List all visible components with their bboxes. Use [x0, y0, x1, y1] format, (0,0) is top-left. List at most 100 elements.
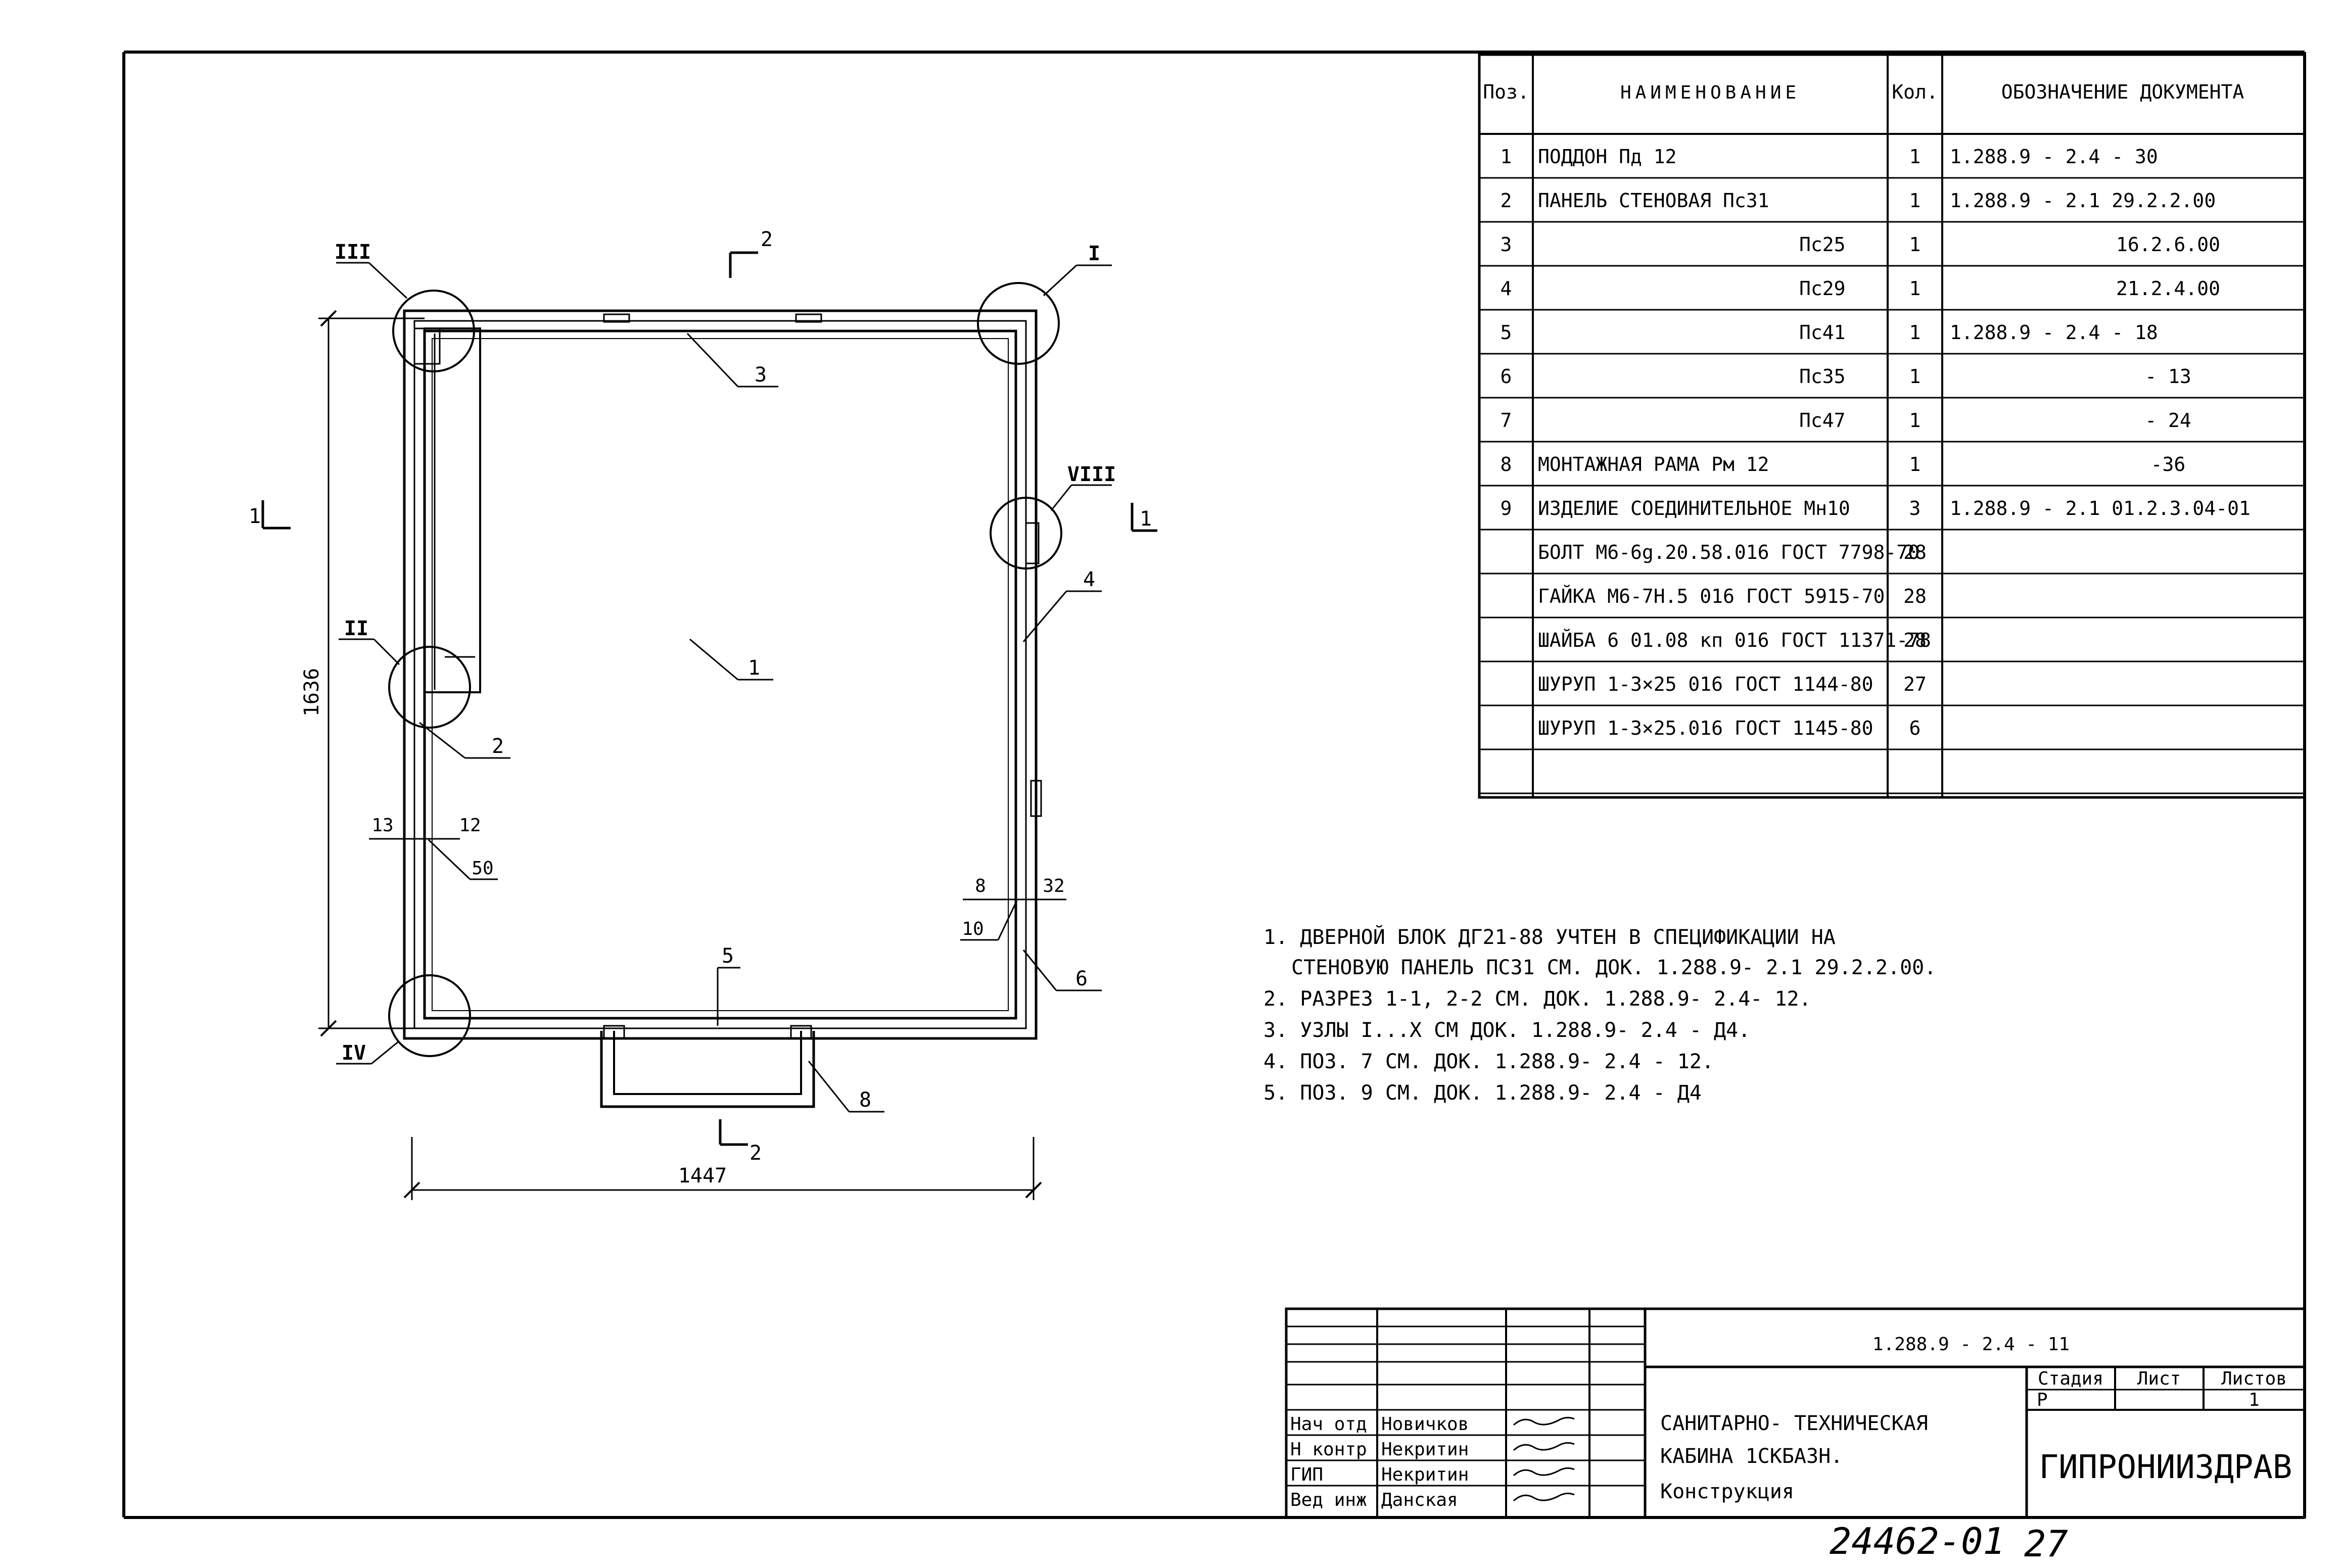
spec-qty: 1 [1909, 189, 1921, 212]
organization-name: ГИПРОНИИЗДРАВ [2039, 1449, 2292, 1486]
spec-qty: 28 [1903, 585, 1927, 607]
node-circle-viii [990, 497, 1062, 569]
node-label-viii: VIII [1067, 463, 1116, 486]
spec-pos: 4 [1501, 277, 1512, 300]
page-number: 27 [2024, 1523, 2068, 1565]
spec-doc: - 24 [2145, 409, 2191, 432]
dim-10: 10 [962, 919, 983, 939]
section-1-left-label: 1 [249, 505, 261, 528]
spec-qty: 6 [1909, 717, 1921, 739]
section-2-bottom-label: 2 [750, 1142, 762, 1165]
sheets-value: 1 [2249, 1390, 2260, 1410]
spec-pos: 1 [1501, 146, 1512, 168]
spec-name: ПАНЕЛЬ СТЕНОВАЯ Пс31 [1538, 189, 1769, 212]
signature-icon [1513, 1467, 1575, 1477]
spec-name: ПОДДОН Пд 12 [1538, 146, 1677, 168]
section-1-right-label: 1 [1140, 507, 1152, 531]
section-mark-1-right: 1 [1131, 503, 1157, 532]
callout-4: 4 [1083, 568, 1095, 591]
spec-qty: 1 [1909, 277, 1921, 300]
dim-width-value: 1447 [678, 1164, 727, 1187]
spec-name: ИЗДЕЛИЕ СОЕДИНИТЕЛЬНОЕ Мн10 [1538, 497, 1850, 519]
doc-code: 1.288.9 - 2.4 - 11 [1872, 1334, 2070, 1355]
spec-doc: 1.288.9 - 2.1 01.2.3.04-01 [1950, 497, 2251, 519]
spec-name: Пс41 [1799, 321, 1846, 344]
callout-8: 8 [859, 1088, 871, 1112]
dimension-width: 1447 [403, 1137, 1042, 1200]
section-mark-2-bottom: 2 [719, 1119, 762, 1165]
spec-pos: 3 [1501, 233, 1512, 256]
node-label-i: I [1088, 242, 1100, 265]
spec-name: Пс35 [1799, 365, 1846, 388]
spec-pos: 2 [1501, 189, 1512, 212]
note-2: 2. РАЗРЕЗ 1-1, 2-2 СМ. ДОК. 1.288.9- 2.4… [1263, 987, 1811, 1011]
spec-name: ШАЙБА 6 01.08 кп 016 ГОСТ 11371-78 [1538, 629, 1931, 651]
spec-name: Пс47 [1799, 409, 1846, 432]
sheet-frame [122, 51, 2306, 1519]
signature-icon [1513, 1416, 1575, 1426]
stage-value: Р [2037, 1390, 2048, 1410]
spec-qty: 3 [1909, 497, 1921, 519]
spec-qty: 27 [1903, 673, 1927, 695]
callout-2: 2 [492, 735, 504, 758]
spec-pos: 5 [1501, 321, 1512, 344]
node-circle-ii [388, 646, 471, 729]
staff-role: Нач отд [1290, 1414, 1367, 1435]
signature-icon [1513, 1442, 1575, 1451]
spec-qty: 1 [1909, 146, 1921, 168]
callout-3: 3 [755, 363, 767, 387]
spec-qty: 28 [1903, 541, 1927, 563]
spec-header-name: НАИМЕНОВАНИЕ [1620, 82, 1800, 103]
spec-name: Пс25 [1799, 233, 1846, 256]
note-1-cont: СТЕНОВУЮ ПАНЕЛЬ ПС31 СМ. ДОК. 1.288.9- 2… [1291, 956, 1936, 979]
callout-1: 1 [748, 656, 760, 680]
node-circle-iv [388, 974, 471, 1057]
spec-qty: 1 [1909, 365, 1921, 388]
spec-doc: -36 [2151, 453, 2186, 476]
staff-name: Некритин [1381, 1439, 1469, 1460]
panel-ps31 [424, 327, 481, 693]
spec-header-qty: Кол. [1892, 81, 1938, 103]
title-block: 1.288.9 - 2.4 - 11 САНИТАРНО- ТЕХНИЧЕСКА… [1285, 1307, 2306, 1519]
note-3: 3. УЗЛЫ I...X СМ ДОК. 1.288.9- 2.4 - Д4. [1263, 1019, 1750, 1042]
spec-qty: 1 [1909, 233, 1921, 256]
spec-header-doc: ОБОЗНАЧЕНИЕ ДОКУМЕНТА [2001, 81, 2244, 103]
section-mark-2-top: 2 [729, 228, 773, 278]
staff-name: Некритин [1381, 1464, 1469, 1485]
callout-5: 5 [722, 944, 734, 968]
staff-name: Данская [1381, 1490, 1458, 1510]
spec-pos: 9 [1501, 497, 1512, 519]
wall-outer [403, 309, 1038, 1040]
dim-13: 13 [371, 815, 393, 836]
spec-name: ГАЙКА М6-7Н.5 016 ГОСТ 5915-70 [1538, 585, 1885, 607]
specification-table: Поз. НАИМЕНОВАНИЕ Кол. ОБОЗНАЧЕНИЕ ДОКУМ… [1478, 53, 2306, 799]
node-circle-i [977, 282, 1060, 365]
note-5: 5. ПОЗ. 9 СМ. ДОК. 1.288.9- 2.4 - Д4 [1263, 1081, 1702, 1105]
spec-name: ШУРУП 1-3×25 016 ГОСТ 1144-80 [1538, 673, 1873, 695]
spec-name: БОЛТ М6-6g.20.58.016 ГОСТ 7798-70 [1538, 541, 1919, 563]
spec-name: Пс29 [1799, 277, 1846, 300]
dim-height-value: 1636 [300, 668, 323, 717]
spec-pos: 6 [1501, 365, 1512, 388]
spec-qty: 1 [1909, 453, 1921, 476]
spec-doc: 16.2.6.00 [2116, 233, 2220, 256]
spec-qty: 1 [1909, 409, 1921, 432]
staff-role: Н контр [1290, 1439, 1367, 1460]
note-1: 1. ДВЕРНОЙ БЛОК ДГ21-88 УЧТЕН В СПЕЦИФИК… [1263, 925, 1836, 949]
title-line-2: КАБИНА 1СКБАЗН. [1660, 1445, 1843, 1468]
dim-8: 8 [975, 876, 986, 896]
title-line-1: САНИТАРНО- ТЕХНИЧЕСКАЯ [1660, 1412, 1928, 1435]
wall-inner [423, 329, 1017, 1020]
node-circle-iii [392, 290, 475, 372]
general-notes: 1. ДВЕРНОЙ БЛОК ДГ21-88 УЧТЕН В СПЕЦИФИК… [1263, 925, 1936, 1105]
sheets-label: Листов [2221, 1368, 2287, 1389]
note-4: 4. ПОЗ. 7 СМ. ДОК. 1.288.9- 2.4 - 12. [1263, 1050, 1714, 1073]
staff-role: ГИП [1290, 1464, 1323, 1485]
dim-32: 32 [1043, 876, 1064, 896]
spec-name: МОНТАЖНАЯ РАМА Рм 12 [1538, 453, 1769, 476]
spec-doc: 21.2.4.00 [2116, 277, 2220, 300]
staff-name: Новичков [1381, 1414, 1469, 1435]
dim-50: 50 [472, 858, 493, 879]
spec-pos: 7 [1501, 409, 1512, 432]
